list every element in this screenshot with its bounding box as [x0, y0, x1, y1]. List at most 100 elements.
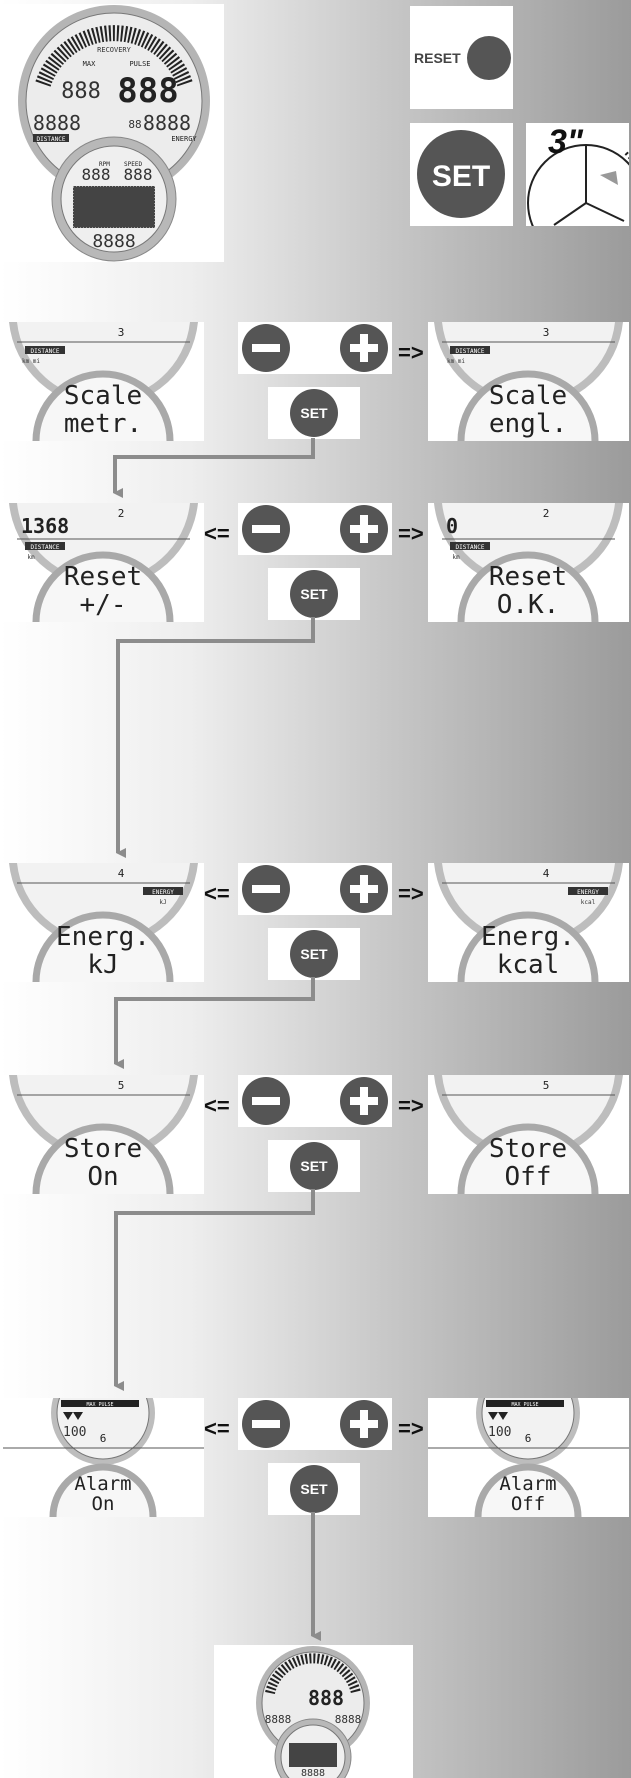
right-lcd-illustration: 5 Store Off: [428, 1075, 629, 1194]
final-distance-digits: 8888: [265, 1713, 292, 1726]
minus-plus-buttons: [238, 1398, 392, 1450]
minus-plus-buttons: [238, 503, 392, 555]
set-button-label: SET: [300, 1158, 328, 1174]
right-arrow-label: =>: [398, 1416, 424, 1441]
left-display: 5 Store On: [3, 1075, 204, 1194]
set-legend-label: SET: [432, 160, 490, 193]
set-button-box: SET: [268, 1140, 360, 1192]
left-display: DISTANCE km mi 3 Scale metr.: [3, 322, 204, 441]
lcd-line-1: Store: [489, 1134, 567, 1164]
left-display: 1368 DISTANCE km 2 Reset +/-: [3, 503, 204, 622]
device-overview-panel: RECOVERY MAX PULSE 888 888 8888 8888 88 …: [3, 4, 224, 262]
pulse-digits-large: 888: [117, 71, 178, 111]
lcd-line-1: Store: [64, 1134, 142, 1164]
plus-button-icon[interactable]: [340, 1077, 388, 1125]
stopwatch-icon: 3": [527, 123, 629, 226]
minus-plus-buttons: [238, 1075, 392, 1127]
minus-button-icon[interactable]: [242, 1400, 290, 1448]
lcd-tag: DISTANCE: [31, 348, 60, 355]
recovery-label: RECOVERY: [97, 46, 132, 54]
right-arrow-label: =>: [398, 340, 424, 365]
lcd-tag-unit: kJ: [159, 899, 166, 906]
flow-arrow-1: [113, 438, 315, 498]
pulse-label: PULSE: [129, 60, 150, 68]
alarm-tag: MAX PULSE: [511, 1402, 538, 1408]
right-display: 5 Store Off: [428, 1075, 629, 1194]
set-button[interactable]: SET: [290, 1465, 338, 1513]
lcd-line-2: On: [92, 1493, 115, 1515]
left-arrow-label: <=: [204, 1093, 230, 1118]
right-display: 0 DISTANCE km 2 Reset O.K.: [428, 503, 629, 622]
step-number: 2: [118, 507, 125, 520]
set-button-label: SET: [300, 586, 328, 602]
left-arrow-label: <=: [204, 881, 230, 906]
step-number: 4: [543, 867, 550, 880]
lcd-tag: ENERGY: [577, 889, 599, 896]
step-number: 4: [118, 867, 125, 880]
alarm-tag: MAX PULSE: [86, 1402, 113, 1408]
lcd-line-1: Scale: [64, 381, 142, 411]
step-number: 3: [118, 326, 125, 339]
set-button-icon: [417, 130, 505, 218]
left-lcd-illustration: ENERGY kJ 4 Energ. kJ: [3, 863, 204, 982]
stopwatch-panel: 3": [526, 123, 629, 226]
lcd-line-2: Off: [511, 1493, 545, 1515]
lcd-tag-unit: km mi: [447, 358, 465, 365]
set-button[interactable]: SET: [290, 570, 338, 618]
distance-label: DISTANCE: [37, 136, 66, 143]
set-button-box: SET: [268, 568, 360, 620]
bottom-digits: 8888: [92, 231, 135, 252]
lcd-tag: DISTANCE: [456, 348, 485, 355]
set-button[interactable]: SET: [290, 930, 338, 978]
plus-button-icon[interactable]: [340, 865, 388, 913]
lcd-tag: DISTANCE: [456, 544, 485, 551]
right-arrow-label: =>: [398, 881, 424, 906]
set-button[interactable]: SET: [290, 389, 338, 437]
final-energy-digits: 8888: [335, 1713, 362, 1726]
minus-button-icon[interactable]: [242, 324, 290, 372]
set-button-label: SET: [300, 946, 328, 962]
lcd-line-1: Reset: [64, 562, 142, 592]
left-lcd-illustration: 1368 DISTANCE km 2 Reset +/-: [3, 503, 204, 622]
step-number: 6: [100, 1432, 107, 1445]
step-number: 3: [543, 326, 550, 339]
plus-button-icon[interactable]: [340, 505, 388, 553]
lcd-tag-unit: kcal: [581, 899, 596, 906]
lcd-line-1: Reset: [489, 562, 567, 592]
lcd-line-2: On: [87, 1162, 118, 1192]
minus-button-icon[interactable]: [242, 1077, 290, 1125]
minus-button-icon[interactable]: [242, 865, 290, 913]
reset-legend-panel: RESET: [410, 6, 513, 109]
lcd-line-2: engl.: [489, 409, 567, 439]
right-arrow-label: =>: [398, 1093, 424, 1118]
right-lcd-illustration: MAX PULSE 100 6 Alarm Off: [428, 1398, 629, 1517]
speed-label: SPEED: [124, 161, 142, 168]
lcd-line-1: Alarm: [499, 1473, 556, 1495]
left-lcd-illustration: MAX PULSE 100 6 Alarm On: [3, 1398, 204, 1517]
flow-arrow-4: [114, 1189, 315, 1391]
final-device-illustration: 888 8888 8888 8888: [256, 1646, 370, 1778]
set-button-box: SET: [268, 1463, 360, 1515]
center-digits: 88: [128, 118, 141, 131]
plus-button-icon[interactable]: [340, 1400, 388, 1448]
final-pulse-digits: 888: [308, 1686, 344, 1710]
right-lcd-illustration: ENERGY kcal 4 Energ. kcal: [428, 863, 629, 982]
set-button-box: SET: [268, 928, 360, 980]
plus-button-icon[interactable]: [340, 324, 388, 372]
set-button-label: SET: [300, 1481, 328, 1497]
set-button-label: SET: [300, 405, 328, 421]
energy-label: ENERGY: [171, 135, 197, 143]
set-legend-panel: SET: [410, 123, 513, 226]
left-display: ENERGY kJ 4 Energ. kJ: [3, 863, 204, 982]
set-button[interactable]: SET: [290, 1142, 338, 1190]
minus-button-icon[interactable]: [242, 505, 290, 553]
minus-plus-buttons: [238, 863, 392, 915]
lcd-line-1: Energ.: [56, 922, 150, 952]
lcd-top-digits: 0: [446, 514, 458, 538]
left-lcd-illustration: 5 Store On: [3, 1075, 204, 1194]
right-display: ENERGY kcal 4 Energ. kcal: [428, 863, 629, 982]
reset-button-illustration: RESET: [414, 36, 511, 80]
lcd-line-2: +/-: [80, 590, 127, 620]
lcd-line-2: kcal: [497, 950, 560, 980]
left-arrow-label: <=: [204, 521, 230, 546]
